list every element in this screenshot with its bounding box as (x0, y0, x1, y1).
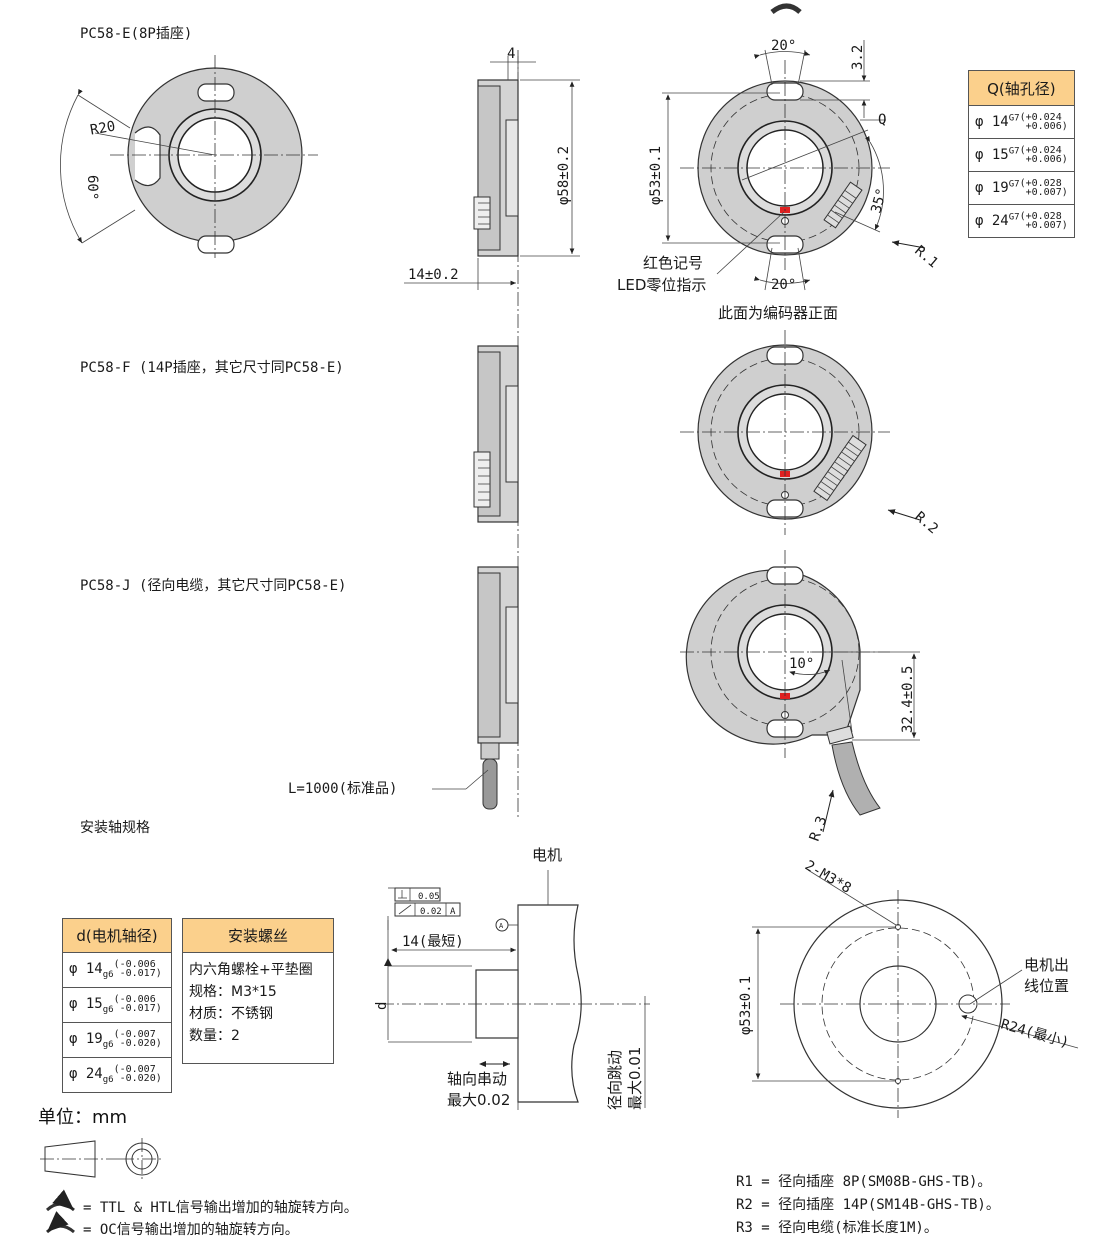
title-mount: 安装轴规格 (80, 820, 150, 836)
dim-32.4: 32.4±0.5 (900, 666, 916, 733)
dim-r3: R.3 (807, 814, 831, 843)
legend-cw: = TTL & HTL信号输出增加的轴旋转方向。 (83, 1200, 358, 1216)
mount-shaft-view (380, 870, 650, 1110)
dim-phi53-flange: φ53±0.1 (738, 976, 754, 1035)
pc58j-side-view (432, 566, 519, 810)
screw-line: 材质：不锈钢 (189, 1006, 273, 1022)
screw-table-body: 内六角螺栓+平垫圈 规格：M3*15 材质：不锈钢 数量：2 (182, 952, 334, 1064)
dim-phi58: φ58±0.2 (556, 146, 572, 205)
label-radial-runout-2: 最大0.01 (626, 1047, 644, 1110)
d-row-diameter: φ 14 (69, 961, 103, 978)
cw-rotation-icon (45, 1189, 75, 1212)
d-row-fit: g6 (102, 1074, 114, 1085)
d-row-diameter: φ 24 (69, 1066, 103, 1083)
d-row-fit: g6 (102, 1004, 114, 1015)
q-table-header: Q(轴孔径) (968, 70, 1075, 106)
q-row-diameter: φ 19 (975, 180, 1009, 196)
dim-20deg-top: 20° (771, 38, 796, 54)
tol-runout: 0.02 (420, 907, 442, 917)
title-pc58e: PC58-E(8P插座) (80, 26, 192, 42)
dim-10deg: 10° (789, 656, 814, 672)
d-table-row: φ 15g6(-0.006 -0.017) (62, 987, 172, 1023)
label-cable-exit-2: 线位置 (1024, 977, 1069, 995)
d-table-row: φ 24g6(-0.007 -0.020) (62, 1057, 172, 1093)
dim-60deg: 60° (84, 175, 100, 200)
dim-20deg-bottom: 20° (771, 277, 796, 293)
dim-m3x8: 2-M3*8 (802, 858, 854, 897)
screw-line: 数量：2 (189, 1028, 240, 1044)
d-table-header: d(电机轴径) (62, 918, 172, 953)
d-row-fit: g6 (102, 1039, 114, 1050)
screw-line: 规格：M3*15 (189, 984, 277, 1000)
screw-line: 内六角螺栓+平垫圈 (189, 962, 313, 978)
q-table-row: φ 24G7(+0.028 +0.007) (968, 204, 1075, 238)
d-shaft-table: d(电机轴径) φ 14g6(-0.006 -0.017) φ 15g6(-0.… (62, 918, 172, 1093)
motor-flange-view (752, 869, 1079, 1118)
pc58e-front-view (662, 3, 926, 291)
dim-q: Q (878, 112, 886, 128)
note-r2: R2 = 径向插座 14P(SM14B-GHS-TB)。 (736, 1197, 1000, 1213)
q-bore-table: Q(轴孔径) φ 14G7(+0.024 +0.006) φ 15G7(+0.0… (968, 70, 1075, 238)
dim-r1: R.1 (911, 243, 941, 272)
dim-14-shortest: 14(最短) (402, 934, 464, 950)
q-row-diameter: φ 15 (975, 147, 1009, 163)
dim-14: 14±0.2 (408, 267, 459, 283)
q-row-diameter: φ 24 (975, 213, 1009, 229)
d-row-diameter: φ 15 (69, 996, 103, 1013)
d-table-row: φ 14g6(-0.006 -0.017) (62, 952, 172, 988)
dim-r20: R20 (89, 118, 117, 138)
datum-a-circle: A (499, 922, 504, 930)
q-table-row: φ 19G7(+0.028 +0.007) (968, 171, 1075, 205)
q-row-fit: G7 (1008, 179, 1020, 190)
tol-perpendicularity: 0.05 (418, 892, 440, 902)
dim-4: 4 (507, 46, 515, 62)
q-table-row: φ 15G7(+0.024 +0.006) (968, 138, 1075, 172)
screw-table: 安装螺丝 内六角螺栓+平垫圈 规格：M3*15 材质：不锈钢 数量：2 (182, 918, 334, 1064)
title-pc58j: PC58-J (径向电缆，其它尺寸同PC58-E) (80, 577, 346, 594)
dim-phi53: φ53±0.1 (648, 146, 664, 205)
label-motor: 电机 (532, 846, 562, 864)
dim-3.2: 3.2 (850, 45, 866, 70)
d-row-fit: g6 (102, 969, 114, 980)
q-row-fit: G7 (1008, 146, 1020, 157)
legend-ccw: = OC信号输出增加的轴旋转方向。 (83, 1222, 299, 1238)
d-row-diameter: φ 19 (69, 1031, 103, 1048)
dim-d: d (374, 1002, 390, 1010)
label-cable-exit-1: 电机出 (1024, 956, 1069, 974)
q-table-row: φ 14G7(+0.024 +0.006) (968, 105, 1075, 139)
note-r3: R3 = 径向电缆(标准长度1M)。 (736, 1220, 938, 1236)
dim-r2: R.2 (911, 509, 941, 538)
label-axial-play-2: 最大0.02 (447, 1091, 510, 1109)
q-row-fit: G7 (1008, 113, 1020, 124)
ccw-rotation-icon (45, 1211, 75, 1234)
note-led-1: 红色记号 (643, 254, 703, 272)
pc58f-side-view (473, 345, 519, 523)
pc58e-rear-view (60, 55, 318, 258)
dim-r24: R24(最小) (999, 1016, 1071, 1051)
projection-symbol (40, 1138, 164, 1180)
d-table-row: φ 19g6(-0.007 -0.020) (62, 1022, 172, 1058)
q-row-fit: G7 (1008, 212, 1020, 223)
note-led-2: LED零位指示 (617, 276, 706, 294)
label-radial-runout-1: 径向跳动 (606, 1050, 624, 1110)
label-cable-length: L=1000(标准品) (288, 781, 397, 797)
screw-table-header: 安装螺丝 (182, 918, 334, 953)
pc58f-front-view (680, 330, 921, 535)
tol-datum-a: A (450, 907, 456, 917)
q-row-diameter: φ 14 (975, 114, 1009, 130)
title-pc58f: PC58-F (14P插座，其它尺寸同PC58-E) (80, 359, 344, 376)
dim-35deg: 35° (868, 186, 890, 215)
label-axial-play-1: 轴向串动 (447, 1070, 507, 1088)
note-front-face: 此面为编码器正面 (718, 304, 838, 322)
unit-label: 单位：mm (38, 1107, 127, 1128)
note-r1: R1 = 径向插座 8P(SM08B-GHS-TB)。 (736, 1174, 991, 1190)
pc58j-front-view (680, 550, 920, 833)
